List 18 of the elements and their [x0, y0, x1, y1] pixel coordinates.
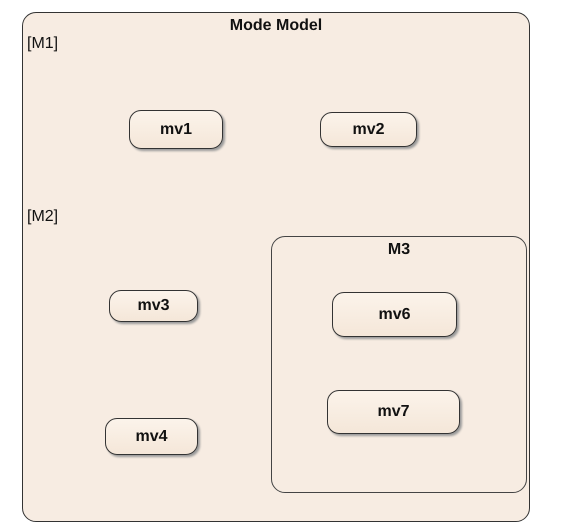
- state-label: mv6: [378, 306, 411, 324]
- state-box: [332, 292, 457, 337]
- state-box: [320, 112, 417, 147]
- state-box: [105, 418, 198, 455]
- state-label: mv2: [352, 120, 385, 138]
- state-label: mv7: [377, 403, 410, 421]
- region-label: [M1]: [27, 35, 58, 53]
- state-label: mv3: [137, 297, 170, 315]
- state-box: [327, 390, 460, 434]
- state-box: [129, 110, 223, 149]
- region-label: [M2]: [27, 208, 58, 226]
- state-label: mv4: [135, 428, 168, 446]
- group-container: [271, 236, 527, 493]
- state-label: mv1: [160, 120, 192, 138]
- container-title: Mode Model: [228, 17, 324, 35]
- state-box: [109, 290, 198, 322]
- model-container: [22, 12, 530, 522]
- container-title: M3: [386, 241, 412, 259]
